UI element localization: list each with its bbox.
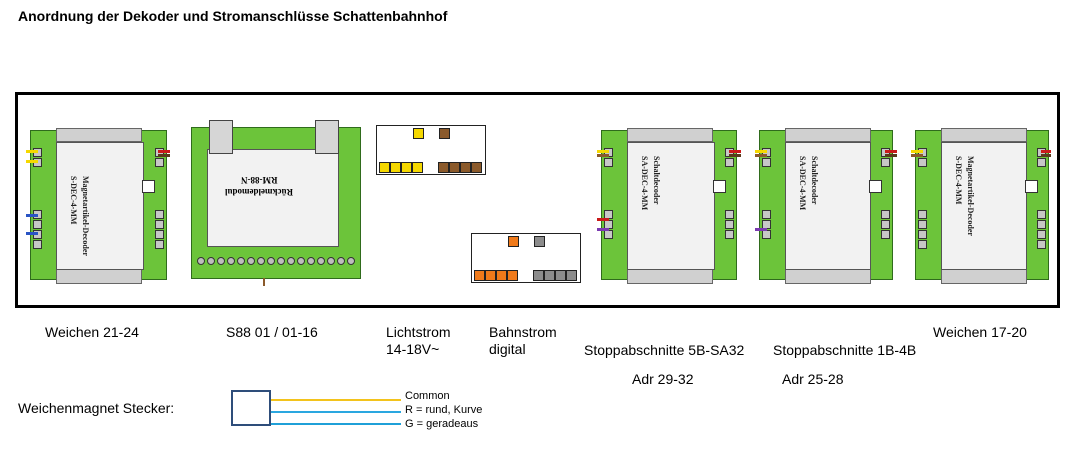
connector-box (231, 390, 271, 426)
rm-name: Rückmeldemodul (225, 187, 294, 197)
decoder-name: Schaltdecoder (652, 156, 661, 205)
legend-r: R = rund, Kurve (405, 404, 483, 416)
decoder-stopp-5b-sa32: Schaltdecoder SA-DEC-4-MM (597, 128, 741, 284)
decoder-model: S-DEC-4-MM (954, 156, 963, 205)
decoder-weichen-21-24: Magnetartikel-Decoder S-DEC-4-MM (26, 128, 170, 284)
g-line (271, 423, 401, 425)
bahnstrom-strip (471, 233, 581, 283)
decoder-weichen-17-20: Magnetartikel-Decoder S-DEC-4-MM (911, 128, 1051, 284)
label-adr-29-32: Adr 29-32 (632, 371, 694, 387)
label-weichen-17-20: Weichen 17-20 (933, 324, 1027, 340)
legend-g: G = geradeaus (405, 418, 479, 430)
page-title: Anordnung der Dekoder und Stromanschlüss… (18, 8, 448, 24)
decoder-model: SA-DEC-4-MM (640, 156, 649, 211)
rm-model: RM-88-N (241, 175, 278, 185)
r-line (271, 411, 401, 413)
decoder-stopp-1b-4b: Schaltdecoder SA-DEC-4-MM (755, 128, 897, 284)
label-bahnstrom: Bahnstrom (489, 324, 557, 340)
label-stopp-5b-sa32: Stoppabschnitte 5B-SA32 (584, 342, 745, 358)
schattenbahnhof-frame (15, 92, 1060, 308)
label-s88: S88 01 / 01-16 (226, 324, 318, 340)
legend-title: Weichenmagnet Stecker: (18, 400, 175, 416)
label-adr-25-28: Adr 25-28 (782, 371, 844, 387)
decoder-name: Magnetartikel-Decoder (966, 156, 975, 236)
label-weichen-21-24: Weichen 21-24 (45, 324, 139, 340)
label-lichtstrom-voltage: 14-18V~ (386, 341, 440, 357)
decoder-name: Magnetartikel-Decoder (81, 176, 90, 256)
label-stopp-1b-4b: Stoppabschnitte 1B-4B (773, 342, 917, 358)
decoder-name: Schaltdecoder (810, 156, 819, 205)
decoder-model: SA-DEC-4-MM (798, 156, 807, 211)
common-line (271, 399, 401, 401)
label-bahnstrom-type: digital (489, 341, 526, 357)
rueckmeldemodul-s88: Rückmeldemodul RM-88-N (191, 120, 361, 286)
label-lichtstrom: Lichtstrom (386, 324, 451, 340)
lichtstrom-strip (376, 125, 486, 175)
legend-common: Common (405, 390, 450, 402)
decoder-model: S-DEC-4-MM (69, 176, 78, 225)
